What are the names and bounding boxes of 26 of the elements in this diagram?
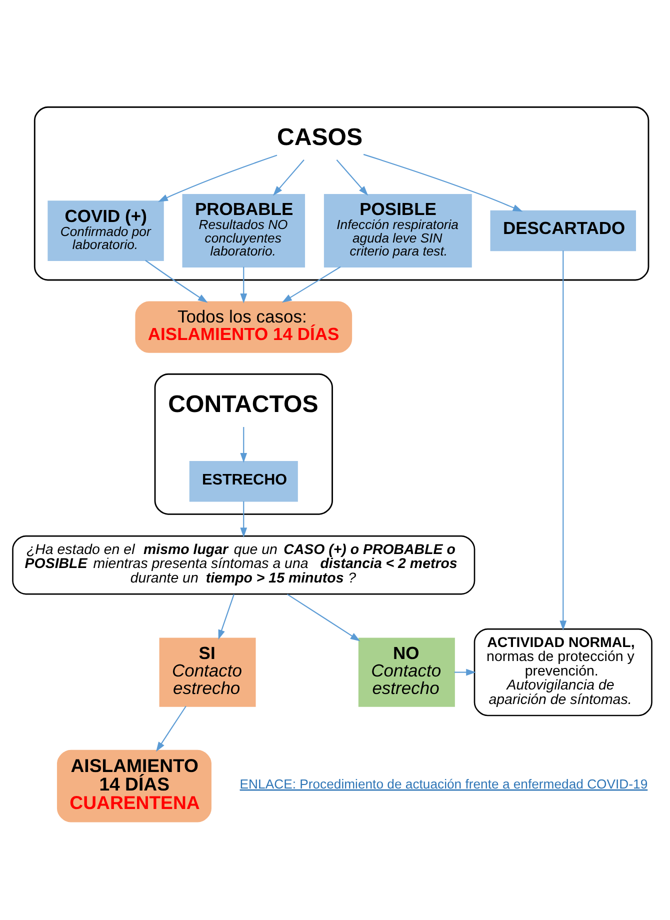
node-box: DESCARTADO (490, 210, 636, 252)
node-box: SI Contacto estrecho (159, 638, 256, 707)
arrow (272, 159, 304, 196)
node-box: ESTRECHO (189, 460, 298, 502)
arrow (363, 154, 523, 212)
arrow (156, 706, 186, 752)
arrow (240, 427, 248, 463)
arrow (145, 260, 208, 303)
arrow (218, 594, 234, 640)
arrow (240, 266, 248, 304)
arrow (454, 668, 476, 676)
arrow (287, 594, 360, 642)
arrow (282, 266, 341, 303)
node-box: COVID (+) Confirmado por laboratorio. (48, 200, 164, 261)
arrow (158, 154, 278, 202)
arrow (336, 159, 368, 196)
node-box: ¿Ha estado en el mismo lugar que un CASO (+) o PROBABLE o POSIBLE mientras presenta síntomas a una distancia < 2 metros durante un tiempo > 15 minutos? (12, 535, 476, 595)
node-box: ACTIVIDAD NORMAL, normas de protección y prevención. Autovigilancia de aparición de síntomas. (474, 628, 652, 716)
node-box: Todos los casos: AISLAMIENTO 14 DÍAS (135, 301, 352, 353)
label: ENLACE: Procedimiento de actuación frente a enfermedad COVID-19 (240, 776, 648, 792)
node-box: POSIBLE Infección respiratoria aguda leve SIN criterio para test. (324, 194, 472, 268)
node-box: AISLAMIENTO 14 DÍAS CUARENTENA (56, 750, 212, 822)
arrow (560, 250, 567, 630)
node-box: NO Contacto estrecho (358, 638, 455, 707)
node-box: PROBABLE Resultados NO concluyentes laboratorio. (182, 194, 306, 268)
arrow (240, 501, 248, 538)
